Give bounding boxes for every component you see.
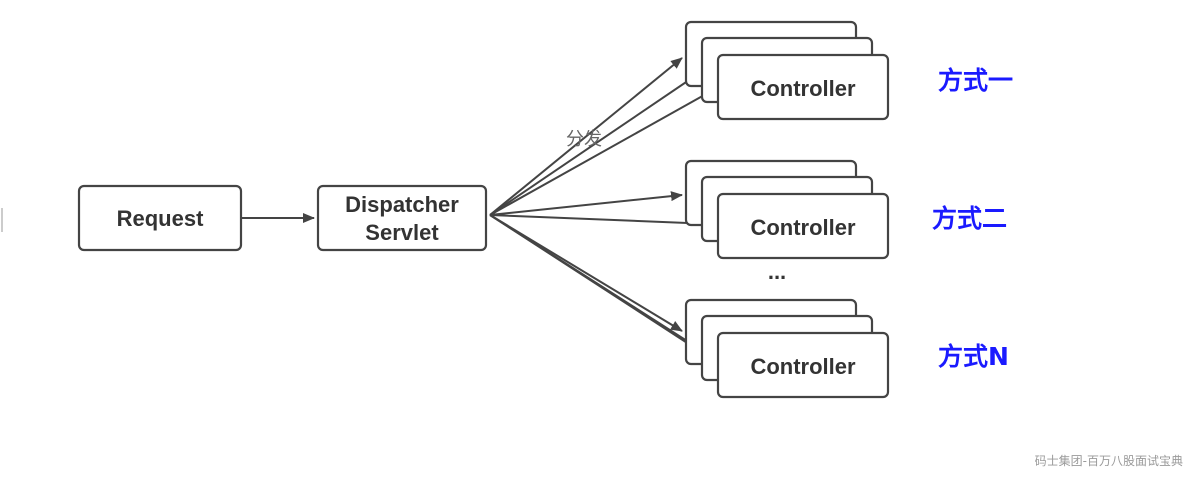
dispatch-arrow <box>489 57 683 216</box>
method-label-n: 方式N <box>938 342 1009 371</box>
dispatch-edge-label: 分发 <box>566 129 602 150</box>
dispatch-arrow <box>489 73 699 216</box>
dispatch-arrow <box>489 214 716 362</box>
ellipsis: ... <box>768 259 786 284</box>
controller-label: Controller <box>750 76 856 101</box>
dispatcher-label-line1: Dispatcher <box>345 192 459 217</box>
dispatcher-servlet-node: Dispatcher Servlet <box>316 184 488 252</box>
controller-label: Controller <box>750 215 856 240</box>
request-label: Request <box>117 206 204 231</box>
controller-stack-2: Controller <box>684 159 890 260</box>
dispatch-arrow <box>489 214 713 229</box>
watermark: 码士集团-百万八股面试宝典 <box>1034 454 1183 468</box>
dispatch-arrows <box>489 57 716 362</box>
controller-stack-1: Controller <box>684 20 890 121</box>
controller-label: Controller <box>750 354 856 379</box>
method-label-2: 方式二 <box>932 204 1007 233</box>
controller-stack-3: Controller <box>684 298 890 399</box>
dispatch-arrow <box>489 88 716 216</box>
dispatcher-label-line2: Servlet <box>365 220 439 245</box>
method-label-1: 方式一 <box>938 66 1013 95</box>
request-node: Request <box>77 184 243 252</box>
dispatch-arrow <box>489 191 683 216</box>
